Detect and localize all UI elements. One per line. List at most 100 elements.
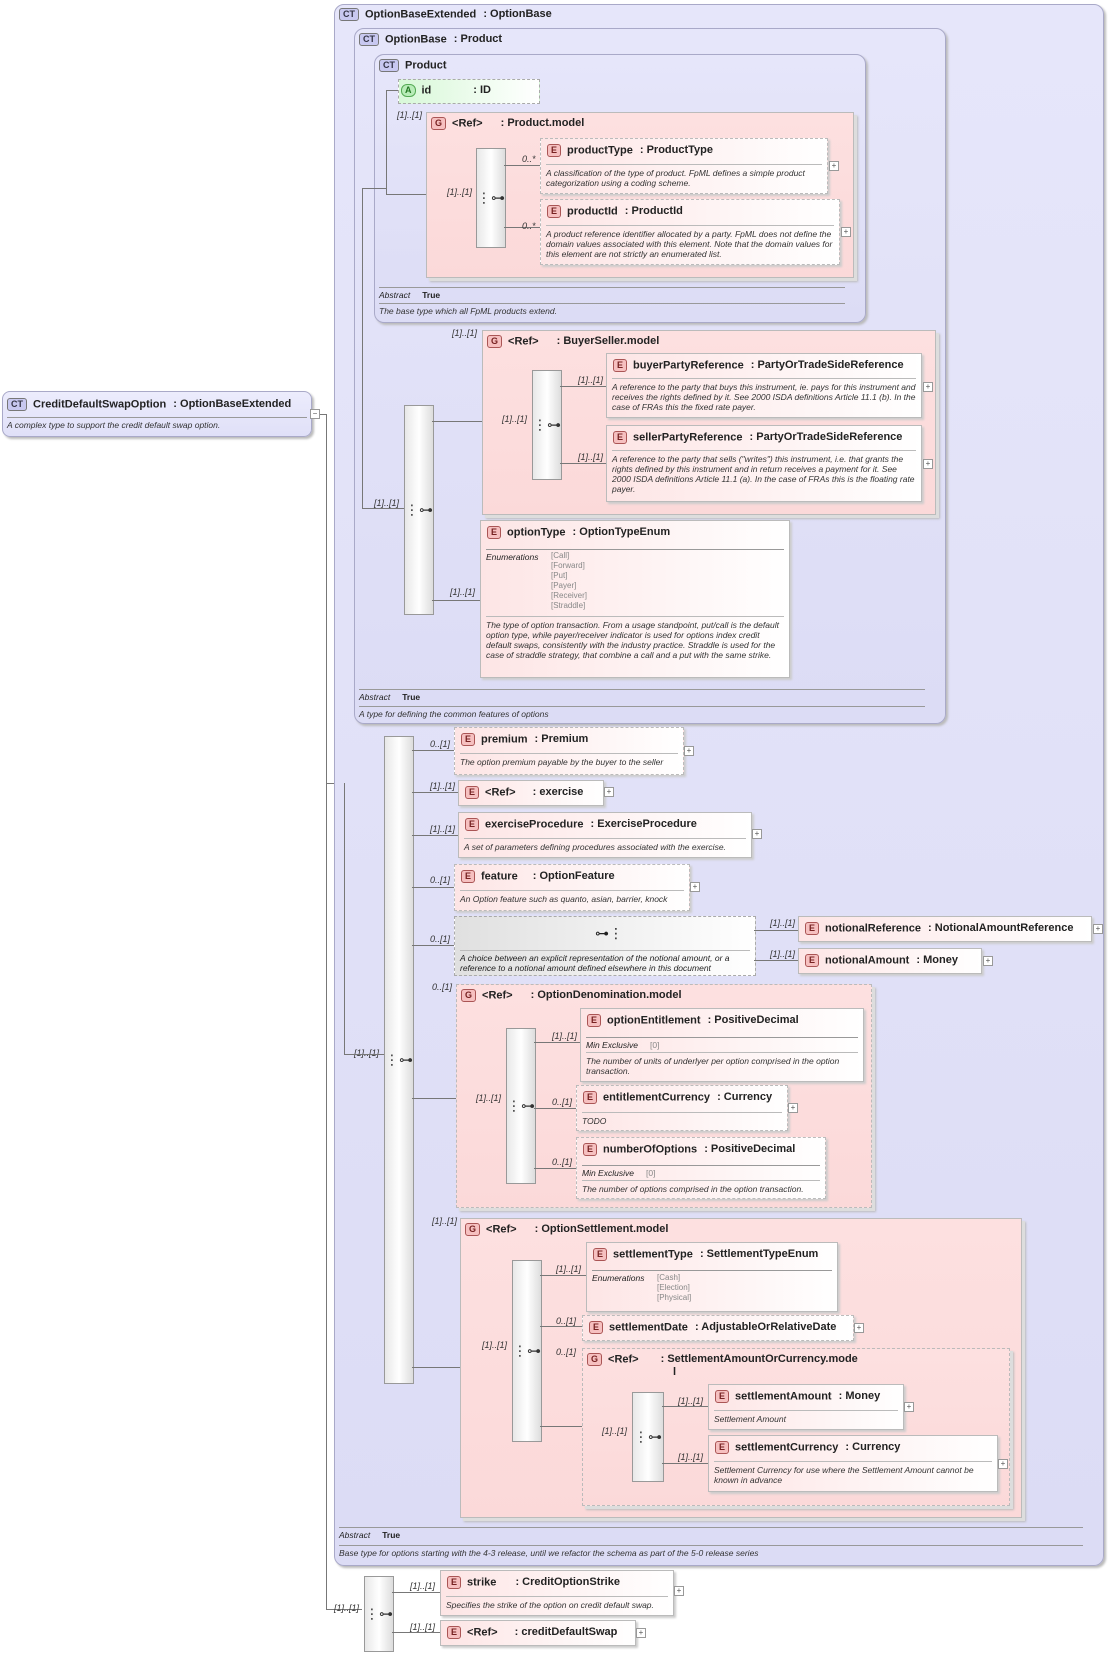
cardinality: [1]..[1] — [452, 328, 478, 338]
sequence-icon: ⋮⊶ — [513, 1342, 541, 1359]
notional-choice[interactable]: ⊶⋮ A choice between an explicit represen… — [454, 916, 756, 976]
sequence-compositor[interactable]: ⋮⊶ — [532, 370, 562, 480]
root-name: CreditDefaultSwapOption — [33, 398, 167, 411]
id-name: id — [421, 84, 432, 97]
cardinality: 0..[1] — [556, 1347, 577, 1357]
group-icon: G — [465, 1223, 481, 1236]
cardinality: [1]..[1] — [482, 1340, 508, 1350]
cardinality: [1]..[1] — [770, 918, 796, 928]
element-icon: E — [547, 205, 562, 218]
expand-icon[interactable]: + — [904, 1402, 914, 1412]
cardinality: 0..* — [522, 221, 536, 231]
expand-icon[interactable]: + — [923, 382, 933, 392]
expand-icon[interactable]: + — [674, 1586, 684, 1596]
cardinality: [1]..[1] — [602, 1426, 628, 1436]
sequence-icon: ⋮⊶ — [477, 189, 505, 206]
element-icon: E — [805, 922, 820, 935]
expand-icon[interactable]: + — [752, 829, 762, 839]
expand-icon[interactable]: + — [983, 956, 993, 966]
expand-icon[interactable]: + — [854, 1323, 864, 1333]
cardinality: [1]..[1] — [678, 1396, 704, 1406]
cardinality: 0..* — [522, 154, 536, 164]
sequence-compositor[interactable]: ⋮⊶ — [632, 1392, 664, 1482]
cardinality: [1]..[1] — [556, 1264, 582, 1274]
ob-title: OptionBase — [385, 33, 447, 46]
expand-icon[interactable]: + — [604, 787, 614, 797]
cardinality: [1]..[1] — [334, 1603, 360, 1613]
element-icon: E — [715, 1441, 730, 1454]
element-icon: E — [589, 1321, 604, 1334]
expand-icon[interactable]: + — [841, 227, 851, 237]
enumeration-list: [Cash][Election][Physical] — [657, 1273, 692, 1302]
expand-icon[interactable]: + — [690, 882, 700, 892]
expand-icon[interactable]: + — [829, 161, 839, 171]
element-icon: E — [593, 1248, 608, 1261]
expand-icon[interactable]: + — [636, 1628, 646, 1638]
root-type: : OptionBaseExtended — [173, 398, 292, 411]
element-icon: E — [465, 818, 480, 831]
group-name: : Product.model — [500, 117, 585, 130]
expand-icon[interactable]: + — [788, 1103, 798, 1113]
cardinality: [1]..[1] — [430, 824, 456, 834]
root-sequence[interactable]: ⋮⊶ — [364, 1576, 394, 1652]
element-icon: E — [583, 1143, 598, 1156]
element-icon: E — [447, 1576, 462, 1589]
element-icon: E — [447, 1626, 462, 1639]
cardinality: [1]..[1] — [476, 1093, 502, 1103]
obe-title: OptionBaseExtended — [365, 8, 477, 21]
cardinality: [1]..[1] — [502, 414, 528, 424]
exercise-element[interactable]: E<Ref> : exercise — [458, 780, 604, 806]
option-base-extended-sequence[interactable]: ⋮⊶ — [384, 736, 414, 1384]
sequence-compositor[interactable]: ⋮⊶ — [506, 1028, 536, 1184]
element-icon: E — [461, 733, 476, 746]
element-icon: E — [613, 359, 628, 372]
complex-type-icon: CT — [339, 8, 359, 21]
expand-icon[interactable]: + — [684, 746, 694, 756]
element-icon: E — [583, 1091, 598, 1104]
connector — [326, 1609, 362, 1610]
credit-default-swap-element[interactable]: E<Ref> : creditDefaultSwap — [440, 1620, 636, 1646]
cardinality: 0..[1] — [430, 934, 451, 944]
product-title: Product — [405, 59, 447, 72]
sequence-icon: ⋮⊶ — [365, 1605, 393, 1622]
sequence-compositor[interactable]: ⋮⊶ — [476, 148, 506, 248]
sequence-icon: ⋮⊶ — [385, 1051, 413, 1068]
group-icon: G — [587, 1353, 603, 1366]
cardinality: [1]..[1] — [578, 375, 604, 385]
group-icon: G — [487, 335, 503, 348]
cardinality: [1]..[1] — [447, 187, 473, 197]
element-icon: E — [487, 526, 502, 539]
expand-icon[interactable]: + — [998, 1459, 1008, 1469]
cardinality: [1]..[1] — [770, 949, 796, 959]
group-icon: G — [431, 117, 447, 130]
expand-icon[interactable]: + — [923, 459, 933, 469]
connector — [326, 414, 327, 1610]
cardinality: 0..[1] — [552, 1157, 573, 1167]
complex-type-icon: CT — [359, 33, 379, 46]
option-base-sequence[interactable]: ⋮⊶ — [404, 405, 434, 615]
expand-icon[interactable]: + — [1093, 924, 1103, 934]
sequence-compositor[interactable]: ⋮⊶ — [512, 1260, 542, 1442]
collapse-icon[interactable]: − — [310, 409, 320, 419]
